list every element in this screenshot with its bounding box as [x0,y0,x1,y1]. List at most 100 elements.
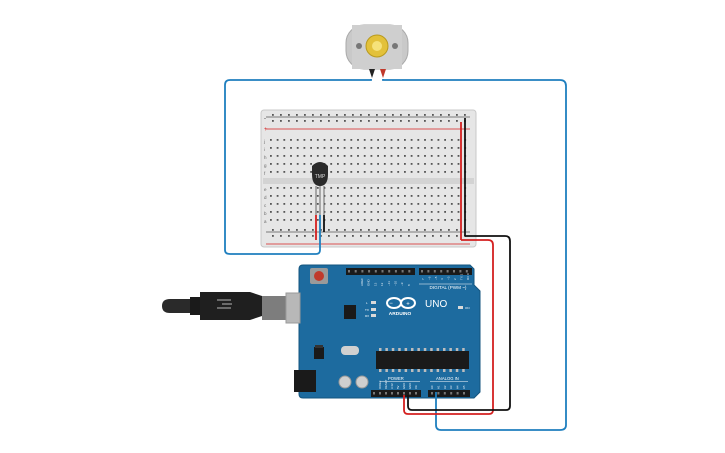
rail-hole [280,120,282,122]
header-pin [440,270,443,273]
pin-label: ~3 [447,276,451,280]
breadboard-hole [283,163,286,165]
rail-hole [408,229,410,231]
breadboard-hole [410,187,413,189]
row-letter: a [264,219,267,224]
breadboard-hole [383,219,386,221]
rail-hole [416,114,418,116]
pin-label: A0 [430,385,434,389]
breadboard-hole [363,171,366,173]
breadboard-hole [430,155,433,157]
motor-terminal-positive [380,69,386,78]
breadboard-hole [424,139,426,141]
breadboard-hole [276,203,279,205]
breadboard-hole [397,187,400,189]
breadboard-hole [316,219,319,221]
wire-blue-motor-to-arduino[interactable] [382,79,567,431]
rail-hole [416,120,418,122]
rail-hole [312,114,314,116]
breadboard-hole [457,171,460,173]
breadboard-hole [350,219,353,221]
wire-black-gnd[interactable] [407,235,511,411]
breadboard-hole [316,155,319,157]
chip-pin [449,369,452,372]
breadboard-hole [404,171,406,173]
rail-hole [384,120,386,122]
rail-hole [400,114,402,116]
breadboard-hole [424,171,426,173]
chip-pin [379,348,382,351]
breadboard-hole [276,155,279,157]
rail-hole [400,120,402,122]
breadboard-hole [444,171,446,173]
breadboard-hole [404,155,406,157]
chip-pin [423,369,427,372]
row-letter: e [264,187,267,192]
breadboard-hole [276,147,279,149]
breadboard-hole [444,139,446,141]
breadboard-hole [310,147,312,149]
chip-pins [379,348,465,372]
rail-hole [304,229,306,231]
breadboard-hole [296,195,299,197]
breadboard-hole [437,171,440,173]
rail-hole [336,235,338,237]
breadboard-hole [337,187,339,189]
breadboard-hole [316,203,319,205]
rail-hole [328,229,330,231]
breadboard-hole [410,163,413,165]
rail-minus-label: - [264,116,266,122]
pin-label: 8 [407,284,411,286]
rail-hole [312,229,314,231]
chip-pin [411,369,414,372]
breadboard-hole [343,163,346,165]
breadboard-hole [363,187,366,189]
arduino-logo: − + [386,297,416,309]
digital-header-left [346,268,415,275]
usb-cable[interactable] [162,292,301,324]
breadboard-hole [444,203,446,205]
breadboard-hole [270,211,272,213]
rail-hole [432,229,434,231]
temperature-sensor[interactable]: TMP [312,162,328,215]
breadboard-hole [337,195,339,197]
rail-hole [320,114,322,116]
breadboard-hole [404,147,406,149]
rail-hole [344,120,346,122]
rail-hole [456,235,458,237]
pin-label: ~6 [427,276,431,280]
breadboard-hole [417,211,420,213]
pin-label: A3 [449,385,453,389]
breadboard-hole [450,203,453,205]
breadboard-hole [350,139,353,141]
breadboard-hole [343,147,346,149]
breadboard-hole [270,147,272,149]
breadboard-hole [303,139,306,141]
breadboard-hole [437,139,440,141]
breadboard-hole [283,139,286,141]
rail-hole [352,120,354,122]
rail-hole [424,114,426,116]
breadboard-hole [337,219,339,221]
rail-hole [400,235,402,237]
breadboard-hole [330,195,333,197]
breadboard-hole [323,155,326,157]
breadboard[interactable]: - + j i h g f e d c b a [260,109,477,248]
dc-motor[interactable] [345,24,409,78]
breadboard-hole [330,155,333,157]
rail-hole [272,235,274,237]
breadboard-hole [457,163,460,165]
breadboard-hole [450,195,453,197]
breadboard-hole [377,195,379,197]
rail-hole [456,229,458,231]
breadboard-hole [383,171,386,173]
breadboard-hole [450,139,453,141]
header-pin [459,270,462,273]
rail-hole [440,235,442,237]
chip-pin [404,369,408,372]
wire-blue-motor-to-sensor[interactable] [224,79,372,255]
breadboard-hole [310,203,312,205]
wire-red-5v[interactable] [403,239,494,415]
pin-label: 13 [373,282,377,286]
